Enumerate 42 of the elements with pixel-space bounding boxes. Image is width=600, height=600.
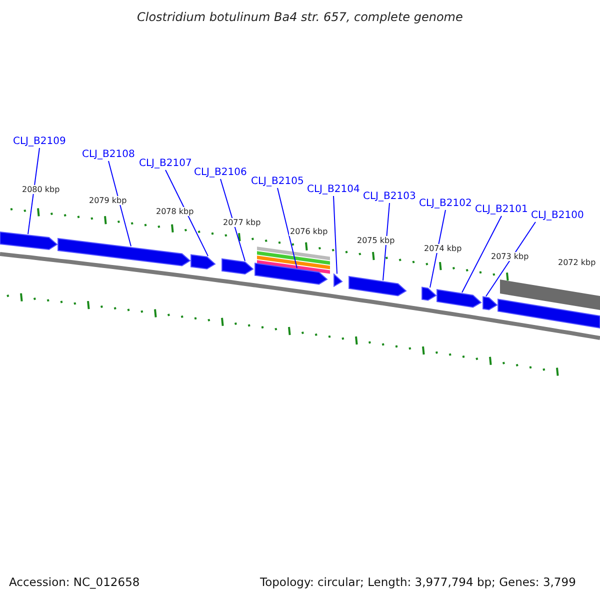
gene-feature <box>58 238 191 266</box>
position-label: 2079 kbp <box>88 196 128 205</box>
position-label: 2073 kbp <box>490 252 530 261</box>
gene-label: CLJ_B2103 <box>363 191 416 202</box>
gene-label: CLJ_B2101 <box>475 204 528 215</box>
gene-label: CLJ_B2107 <box>139 158 192 169</box>
leader-line <box>277 188 298 269</box>
gene-feature <box>222 258 254 275</box>
gene-label: CLJ_B2108 <box>82 149 135 160</box>
position-label: 2077 kbp <box>222 218 262 227</box>
gene-label: CLJ_B2105 <box>251 176 304 187</box>
leader-line <box>28 148 40 235</box>
leader-line <box>333 196 338 274</box>
genome-summary: Topology: circular; Length: 3,977,794 bp; Genes: 3,799 <box>260 575 576 589</box>
gene-feature <box>482 296 498 310</box>
gene-label: CLJ_B2102 <box>419 198 472 209</box>
feature-stripes <box>257 246 330 274</box>
gene-feature <box>498 298 600 329</box>
gene-feature <box>348 276 407 296</box>
gene-feature <box>422 286 437 301</box>
gene-feature <box>190 254 216 270</box>
leader-line <box>462 216 502 293</box>
leader-line <box>220 178 246 262</box>
accession-text: Accession: NC_012658 <box>9 575 140 589</box>
position-label: 2075 kbp <box>356 236 396 245</box>
gene-label: CLJ_B2106 <box>194 167 247 178</box>
position-label: 2076 kbp <box>289 227 329 236</box>
leader-line <box>108 160 132 247</box>
feature-bar <box>500 280 600 310</box>
position-label: 2078 kbp <box>155 207 195 216</box>
position-label: 2074 kbp <box>423 244 463 253</box>
leader-line <box>165 170 208 257</box>
gene-label: CLJ_B2104 <box>307 184 360 195</box>
leader-line <box>382 202 390 281</box>
gene-feature <box>334 274 343 287</box>
position-label: 2080 kbp <box>21 185 61 194</box>
title: Clostridium botulinum Ba4 str. 657, complete genome <box>137 10 463 24</box>
leader-line <box>430 210 446 288</box>
gene-feature <box>0 231 58 250</box>
gene-label: CLJ_B2109 <box>13 136 66 147</box>
position-label: 2072 kbp <box>557 258 597 267</box>
gene-label: CLJ_B2100 <box>531 210 584 221</box>
